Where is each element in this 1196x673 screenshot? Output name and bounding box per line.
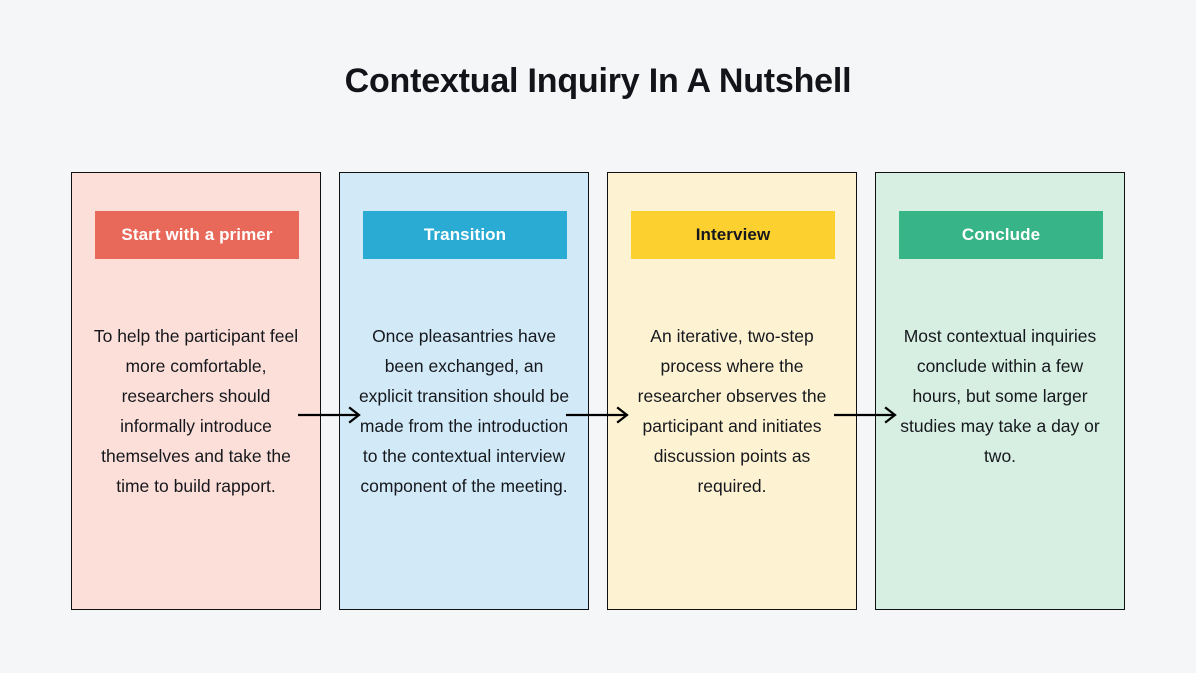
flow-step-description-4: Most contextual inquiries conclude withi… [900,326,1100,466]
flow-step-card-4: Conclude Most contextual inquiries concl… [875,172,1125,610]
flow-step-card-3: Interview An iterative, two-step process… [607,172,857,610]
flow-step-badge-1: Start with a primer [95,211,299,259]
flow-step-description-1: To help the participant feel more comfor… [93,326,299,496]
flow-step-description-2: Once pleasantries have been exchanged, a… [358,326,570,496]
flow-step-label-4: Conclude [961,225,1041,244]
flow-step-card-1: Start with a primer To help the particip… [71,172,321,610]
flow-step-label-3: Interview [695,225,771,244]
flow-step-description-3: An iterative, two-step process where the… [637,326,827,496]
flow-step-badge-4: Conclude [899,211,1103,259]
flow-step-label-1: Start with a primer [121,225,273,244]
page-title: Contextual Inquiry In A Nutshell [344,62,852,100]
flow-step-card-2: Transition Once pleasantries have been e… [339,172,589,610]
flow-step-label-2: Transition [423,225,507,244]
flow-step-badge-2: Transition [363,211,567,259]
process-flow-diagram: Start with a primer To help the particip… [71,172,1125,610]
flow-step-badge-3: Interview [631,211,835,259]
